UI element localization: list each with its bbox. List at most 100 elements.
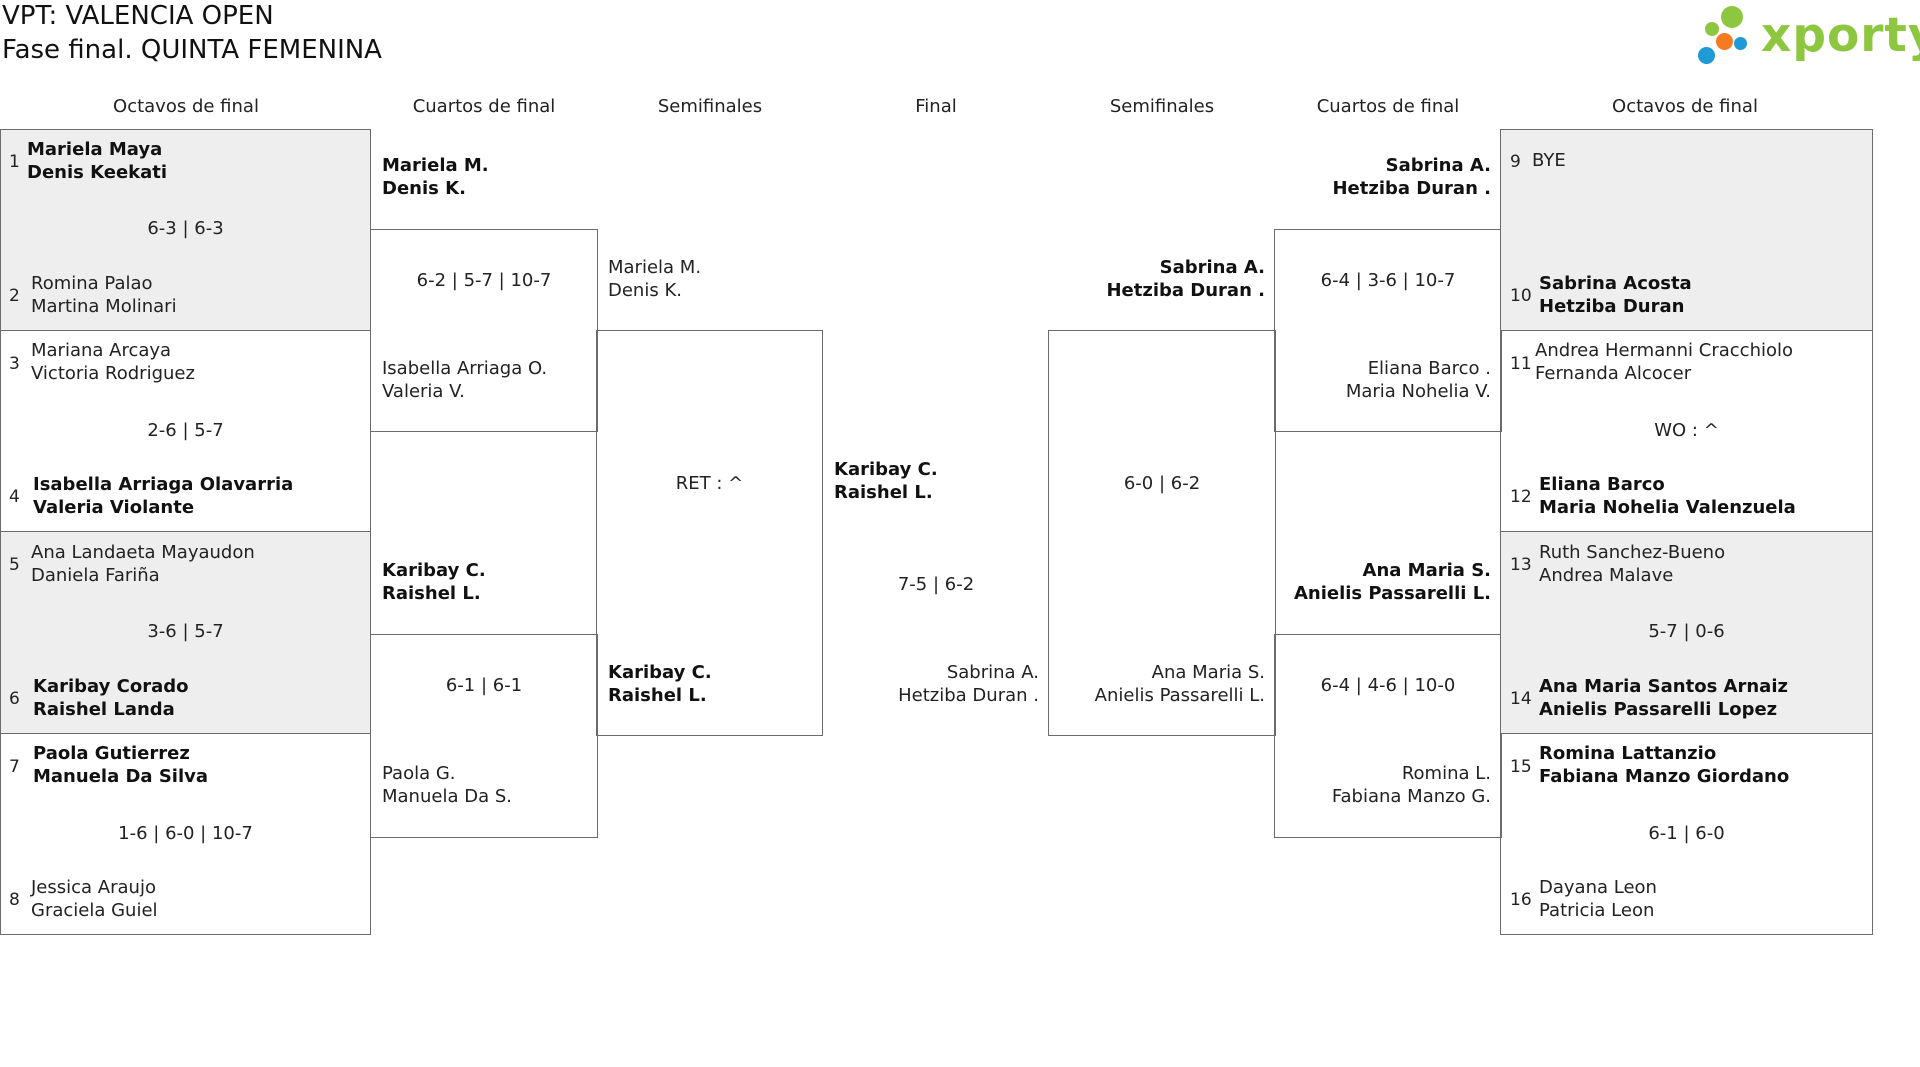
player-name: Graciela Guiel — [31, 899, 158, 921]
team-top[interactable]: Ruth Sanchez-Bueno Andrea Malave — [1539, 542, 1725, 587]
player-name: Manuela Da Silva — [33, 765, 209, 787]
sf-winner-team[interactable]: Sabrina A. Hetziba Duran . — [1048, 257, 1265, 302]
player-name: Victoria Rodriguez — [31, 362, 195, 384]
player-name: Hetziba Duran . — [898, 684, 1039, 706]
match-card[interactable] — [0, 129, 371, 331]
seed-number: 5 — [9, 555, 20, 575]
team-bottom[interactable]: Jessica Araujo Graciela Guiel — [31, 877, 158, 922]
qf-team-bottom[interactable]: Isabella Arriaga O. Valeria V. — [382, 358, 547, 403]
qf-winner-team[interactable]: Mariela M. Denis K. — [382, 155, 489, 200]
match-score: 2-6 | 5-7 — [147, 420, 224, 441]
player-name: Fernanda Alcocer — [1535, 362, 1692, 384]
team-top[interactable]: Andrea Hermanni Cracchiolo Fernanda Alco… — [1535, 340, 1793, 385]
player-name: Mariana Arcaya — [31, 340, 172, 361]
team-bottom[interactable]: Sabrina Acosta Hetziba Duran — [1539, 273, 1692, 318]
seed-number: 12 — [1510, 487, 1532, 507]
player-name: Karibay C. — [382, 560, 486, 581]
match-score: 6-1 | 6-0 — [1648, 823, 1725, 844]
player-name: Romina Lattanzio — [1539, 743, 1717, 764]
seed-number: 15 — [1510, 757, 1532, 777]
match-score: RET : ^ — [675, 473, 744, 494]
match-score: 6-3 | 6-3 — [147, 218, 224, 239]
player-name: Mariela M. — [608, 257, 702, 278]
team-top[interactable]: Ana Landaeta Mayaudon Daniela Fariña — [31, 542, 255, 587]
match-score: 1-6 | 6-0 | 10-7 — [118, 823, 253, 844]
player-name: Isabella Arriaga O. — [382, 358, 548, 379]
qf-winner-team[interactable]: Karibay C. Raishel L. — [382, 560, 486, 605]
champion-team[interactable]: Karibay C. Raishel L. — [834, 459, 938, 504]
qf-team-bottom[interactable]: Eliana Barco . Maria Nohelia V. — [1274, 358, 1491, 403]
page-subtitle: Fase final. QUINTA FEMENINA — [2, 35, 382, 65]
player-name: Martina Molinari — [31, 295, 177, 317]
player-name: Hetziba Duran . — [1106, 279, 1265, 301]
sf-team-top[interactable]: Mariela M. Denis K. — [608, 257, 701, 302]
team-top[interactable]: Paola Gutierrez Manuela Da Silva — [33, 743, 208, 788]
column-heading-right-r16: Octavos de final — [1612, 96, 1758, 117]
match-card[interactable] — [1274, 634, 1502, 838]
team-bottom[interactable]: Karibay Corado Raishel Landa — [33, 676, 188, 721]
team-bottom[interactable]: Isabella Arriaga Olavarria Valeria Viola… — [33, 474, 293, 519]
column-heading-right-sf: Semifinales — [1109, 96, 1215, 117]
player-name: Anielis Passarelli L. — [1094, 684, 1265, 706]
seed-number: 8 — [9, 890, 20, 910]
match-card[interactable] — [1500, 129, 1873, 331]
team-top[interactable]: Romina Lattanzio Fabiana Manzo Giordano — [1539, 743, 1789, 788]
seed-number: 1 — [9, 152, 20, 172]
team-top[interactable]: BYE — [1532, 150, 1566, 173]
team-bottom[interactable]: Romina Palao Martina Molinari — [31, 273, 177, 318]
logo-orange-dot-icon — [1716, 33, 1733, 50]
player-name: Karibay C. — [608, 662, 712, 683]
player-name: Ana Landaeta Mayaudon — [31, 542, 255, 563]
player-name: Jessica Araujo — [31, 877, 156, 898]
qf-team-bottom[interactable]: Paola G. Manuela Da S. — [382, 763, 512, 808]
match-score: WO : ^ — [1654, 420, 1719, 441]
player-name: Denis K. — [608, 279, 682, 301]
team-top[interactable]: Mariela Maya Denis Keekati — [27, 139, 167, 184]
match-score: 6-2 | 5-7 | 10-7 — [416, 270, 552, 291]
player-name: Raishel Landa — [33, 698, 175, 720]
sf-team-bottom[interactable]: Ana Maria S. Anielis Passarelli L. — [1048, 662, 1265, 707]
team-bottom[interactable]: Eliana Barco Maria Nohelia Valenzuela — [1539, 474, 1796, 519]
xporty-logo[interactable]: xporty — [1694, 4, 1920, 70]
team-bottom[interactable]: Dayana Leon Patricia Leon — [1539, 877, 1657, 922]
match-card[interactable] — [1048, 330, 1276, 736]
player-name: Fabiana Manzo Giordano — [1539, 765, 1790, 787]
player-name: Ana Maria Santos Arnaiz — [1539, 676, 1788, 697]
match-score: 6-0 | 6-2 — [1123, 473, 1201, 494]
seed-number: 13 — [1510, 555, 1532, 575]
match-card[interactable] — [596, 330, 823, 736]
column-heading-left-sf: Semifinales — [657, 96, 763, 117]
qf-winner-team[interactable]: Ana Maria S. Anielis Passarelli L. — [1274, 560, 1491, 605]
match-card[interactable] — [0, 531, 371, 734]
match-card[interactable] — [1500, 733, 1873, 935]
player-name: Ana Maria S. — [1151, 662, 1265, 683]
player-name: Denis K. — [382, 177, 466, 199]
player-name: Sabrina A. — [946, 662, 1039, 683]
player-name: Eliana Barco . — [1367, 358, 1491, 379]
player-name: Eliana Barco — [1539, 474, 1665, 495]
player-name: Isabella Arriaga Olavarria — [33, 474, 294, 495]
seed-number: 6 — [9, 689, 20, 709]
player-name: Raishel L. — [608, 684, 707, 706]
player-name: Paola Gutierrez — [33, 743, 190, 764]
qf-team-bottom[interactable]: Romina L. Fabiana Manzo G. — [1274, 763, 1491, 808]
match-score: 6-4 | 3-6 | 10-7 — [1320, 270, 1456, 291]
player-name: Manuela Da S. — [382, 785, 512, 807]
team-top[interactable]: Mariana Arcaya Victoria Rodriguez — [31, 340, 195, 385]
match-card[interactable] — [370, 634, 598, 838]
player-name: Fabiana Manzo G. — [1331, 785, 1491, 807]
player-name: Raishel L. — [382, 582, 481, 604]
sf-winner-team[interactable]: Karibay C. Raishel L. — [608, 662, 712, 707]
team-bottom[interactable]: Ana Maria Santos Arnaiz Anielis Passarel… — [1539, 676, 1788, 721]
finalist-team[interactable]: Sabrina A. Hetziba Duran . — [822, 662, 1039, 707]
column-heading-left-r16: Octavos de final — [113, 96, 259, 117]
seed-number: 9 — [1510, 152, 1521, 172]
player-name: Karibay Corado — [33, 676, 189, 697]
seed-number: 16 — [1510, 890, 1532, 910]
qf-winner-team[interactable]: Sabrina A. Hetziba Duran . — [1274, 155, 1491, 200]
player-name: BYE — [1532, 150, 1566, 171]
logo-green-dot-icon — [1721, 6, 1743, 28]
player-name: Hetziba Duran . — [1332, 177, 1491, 199]
player-name: Ruth Sanchez-Bueno — [1539, 542, 1726, 563]
match-score: 3-6 | 5-7 — [147, 621, 224, 642]
